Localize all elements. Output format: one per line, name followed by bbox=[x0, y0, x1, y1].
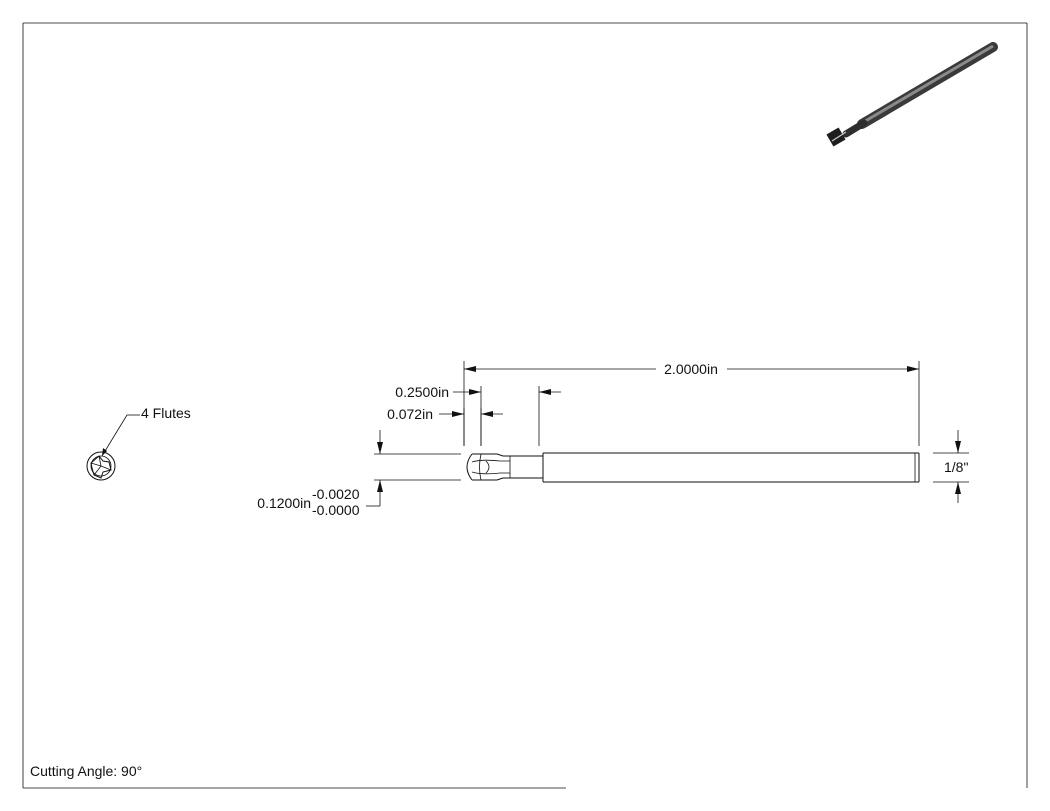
side-view-tool bbox=[466, 452, 920, 483]
cut-diameter-label: 0.1200in bbox=[257, 495, 311, 511]
shank-diameter-label: 1/8" bbox=[944, 459, 968, 475]
flute-callout-label: 4 Flutes bbox=[141, 405, 191, 421]
cut-length-dimension: 0.072in bbox=[387, 406, 503, 446]
overall-length-label: 2.0000in bbox=[664, 361, 718, 377]
tolerance-lower: -0.0000 bbox=[312, 502, 360, 518]
overall-length-dimension: 2.0000in bbox=[463, 361, 920, 446]
cut-diameter-dimension: 0.1200in -0.0020 -0.0000 bbox=[257, 430, 461, 518]
neck-length-label: 0.2500in bbox=[395, 384, 449, 400]
cutting-angle-note: Cutting Angle: 90° bbox=[30, 763, 142, 779]
tolerance-upper: -0.0020 bbox=[312, 486, 360, 502]
shank-diameter-dimension: 1/8" bbox=[933, 430, 969, 503]
end-view bbox=[86, 451, 116, 481]
cut-length-label: 0.072in bbox=[387, 406, 433, 422]
isometric-tool-view bbox=[826, 42, 998, 147]
flute-callout: 4 Flutes bbox=[101, 405, 191, 457]
sheet-border bbox=[22, 22, 1028, 789]
